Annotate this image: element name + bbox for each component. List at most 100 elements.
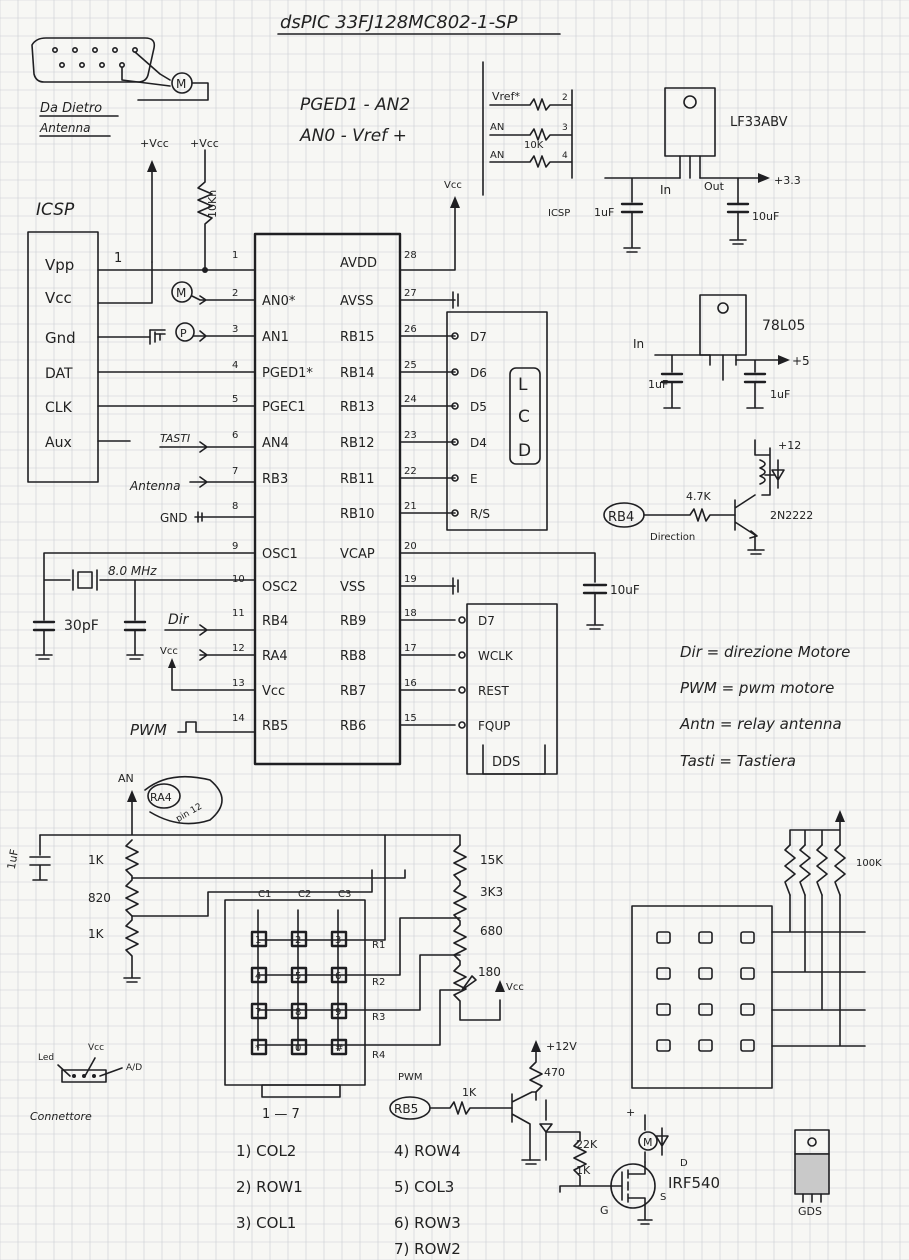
motor-gate-divider	[545, 1131, 613, 1193]
chip-pin-name-24: RB13	[340, 400, 375, 415]
vref-resistors	[489, 89, 573, 179]
chip-pin-num-24: 24	[404, 394, 417, 405]
key-8	[290, 1002, 308, 1020]
key-0	[290, 1038, 308, 1056]
chip-pin-num-7: 7	[232, 466, 238, 477]
pullup-resistor-4	[834, 844, 846, 896]
icsp-pin-aux: Aux	[45, 435, 72, 451]
keypad2-key	[740, 1003, 755, 1016]
key-7	[250, 1002, 268, 1020]
icsp-title: ICSP	[36, 200, 75, 220]
connector-label-2: Antenna	[39, 121, 90, 135]
motor-feedback-label: M	[176, 286, 186, 300]
keypad2-body	[631, 905, 773, 1089]
chip-pin-name-12: RA4	[262, 649, 288, 664]
keypad2-key	[740, 967, 755, 980]
motor-plus: +	[626, 1106, 635, 1119]
dds-pin-labels: D7 WCLK REST FQUP	[458, 614, 514, 733]
potentiometer-symbol	[175, 322, 195, 342]
l7805-regulator	[699, 294, 747, 356]
keypad2-key	[698, 1003, 713, 1016]
chip-pin-name-19: VSS	[340, 580, 365, 595]
pin-map-1: 1) COL2	[236, 1142, 296, 1160]
vcc-label-28: Vcc	[444, 180, 462, 191]
chip-pin-name-15: RB6	[340, 719, 366, 734]
relay-coil	[759, 459, 766, 485]
relay-transistor	[734, 494, 758, 551]
keypad-cap-label: 1uF	[5, 848, 21, 870]
tasti-wire	[159, 441, 256, 453]
vcap-label: 10uF	[610, 583, 640, 597]
to220-tab	[794, 1129, 830, 1155]
l7805-name: 78L05	[762, 318, 805, 334]
lf33-in: In	[660, 183, 671, 197]
chip-pin-num-16: 16	[404, 678, 417, 689]
icsp-pin-clk: CLK	[45, 400, 73, 416]
keypad-r-left-1: 1K	[88, 853, 105, 867]
mcu-chip	[253, 232, 402, 766]
keypad-pin12: pin 12	[175, 802, 204, 825]
lf33-c2: 10uF	[752, 210, 779, 223]
icsp-pin-vpp: Vpp	[45, 256, 74, 274]
pullup-resistors	[784, 844, 846, 896]
pullup-resistor-2	[799, 844, 811, 896]
keypad-col-c2: C2	[298, 889, 311, 900]
chip-pin-num-14: 14	[232, 713, 245, 724]
motor-r1k2: 1K	[576, 1164, 591, 1177]
pin-map-5: 5) COL3	[394, 1178, 454, 1196]
keypad2-key	[740, 1039, 755, 1052]
lf33-plus: +3.3	[774, 174, 801, 187]
vcap-capacitor	[582, 583, 608, 595]
potentiometer-label: P	[180, 327, 187, 340]
pin-map-4: 4) ROW4	[394, 1142, 461, 1160]
chip-pin-name-5: PGEC1	[262, 400, 305, 415]
chip-pin-num-5: 5	[232, 394, 238, 405]
keypad-connector	[261, 1084, 341, 1098]
chip-pin-name-16: RB7	[340, 684, 366, 699]
key-9	[330, 1002, 348, 1020]
chip-pin-name-23: RB12	[340, 436, 375, 451]
switch-connector-note: Connettore	[30, 1110, 92, 1123]
switch-led: Led	[38, 1053, 54, 1063]
dds-wires	[399, 619, 456, 726]
lcd-letters-box	[509, 367, 541, 465]
motor-r1k: 1K	[462, 1086, 477, 1099]
vref-pin-3: 3	[562, 123, 568, 133]
chip-pin-num-3: 3	[232, 324, 238, 335]
chip-pin-num-25: 25	[404, 360, 417, 371]
motor-symbol-driver	[638, 1131, 658, 1151]
legend-antn: Antn = relay antenna	[679, 715, 842, 733]
dds-label: DDS	[492, 755, 520, 770]
pullup-resistor-label: 10Kn	[206, 190, 219, 218]
chip-pin-num-18: 18	[404, 608, 417, 619]
motor-plus12v: +12V	[546, 1040, 577, 1053]
pwm-label: PWM	[130, 721, 167, 739]
icsp-pin1: 1	[114, 251, 122, 266]
keypad-r-right-4: 180	[478, 965, 501, 979]
motor-pwm: PWM	[398, 1072, 423, 1083]
mosfet-d: D	[680, 1158, 688, 1169]
key-2	[290, 930, 308, 948]
key-*	[250, 1038, 268, 1056]
note-an0-vref: AN0 - Vref +	[299, 126, 407, 146]
keypad-right-ladder	[453, 844, 501, 1021]
chip-pin-name-18: RB9	[340, 614, 366, 629]
keypad2-key	[656, 1003, 671, 1016]
lcd-pin-d7: D7	[470, 330, 487, 344]
chip-pin-num-6: 6	[232, 430, 238, 441]
legend-dir: Dir = direzione Motore	[680, 643, 850, 661]
lcd-letter-l: L	[518, 375, 528, 395]
chip-pin-name-28: AVDD	[340, 256, 377, 271]
chip-pin-name-3: AN1	[262, 330, 289, 345]
chip-pin-num-2: 2	[232, 288, 238, 299]
keypad-row-r1: R1	[372, 940, 385, 951]
mosfet-irf540	[610, 1163, 656, 1209]
vref-an-label: AN	[490, 122, 504, 133]
chip-pin-name-11: RB4	[262, 614, 288, 629]
keypad-ra4: RA4	[150, 791, 172, 804]
keypad-body	[224, 899, 366, 1086]
keypad-row-r4: R4	[372, 1050, 385, 1061]
chip-pin-name-22: RB11	[340, 472, 375, 487]
keypad2-wires	[771, 894, 866, 1047]
